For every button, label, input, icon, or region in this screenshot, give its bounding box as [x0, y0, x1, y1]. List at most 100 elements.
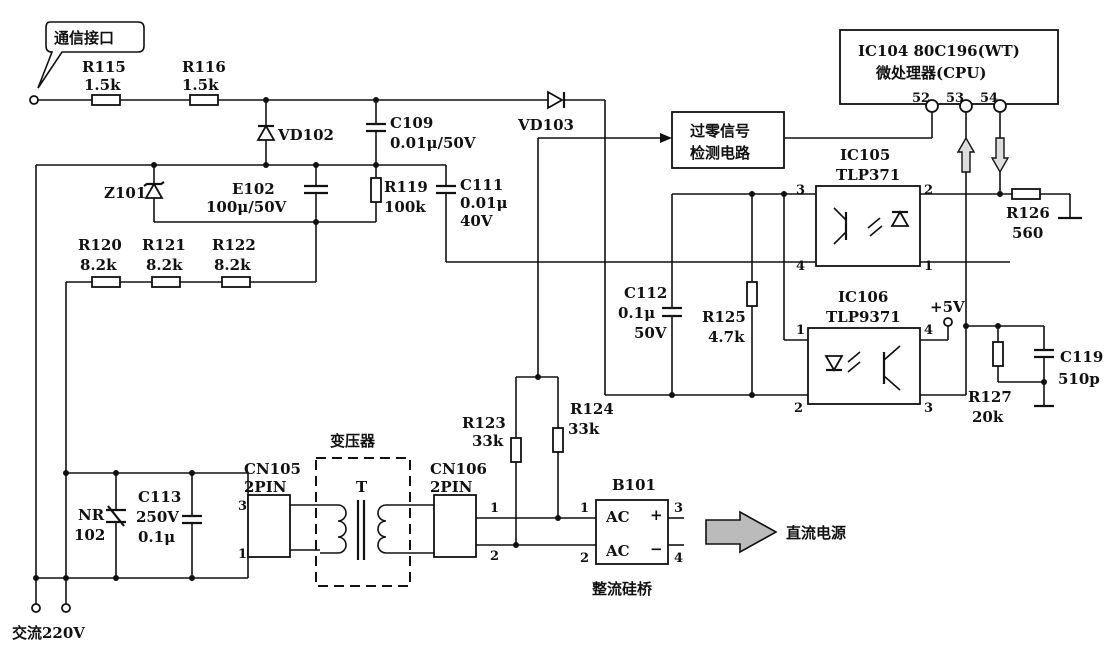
plus5v-label: +5V	[930, 298, 965, 316]
cpu-pin-52-label: 52	[912, 91, 930, 106]
r126-label: R126	[1006, 204, 1050, 222]
ic105-pin4: 4	[796, 259, 805, 274]
resistor-r115	[91, 94, 121, 106]
c112-value: 0.1μ	[618, 304, 655, 322]
z101-label: Z101	[104, 184, 146, 202]
nr-label: NR	[78, 506, 105, 524]
ic106-pin3: 3	[924, 401, 933, 416]
c113-label: C113	[138, 488, 181, 506]
b101-pin2: 2	[580, 551, 589, 566]
b101-pin1: 1	[580, 501, 589, 516]
r123-value: 33k	[472, 432, 504, 450]
nr-value: 102	[74, 526, 105, 544]
c119-value: 510p	[1058, 370, 1100, 388]
e102-value: 100μ/50V	[206, 198, 287, 216]
transformer-t	[320, 500, 404, 560]
c109-value: 0.01μ/50V	[390, 134, 476, 152]
ic106-pin1: 1	[796, 323, 805, 338]
r119-value: 100k	[384, 198, 426, 216]
c112-voltage: 50V	[634, 324, 667, 342]
zener-z101	[144, 182, 164, 199]
c119-label: C119	[1060, 348, 1103, 366]
vd102-label: VD102	[277, 126, 334, 144]
resistor-r121	[151, 276, 181, 288]
b101-pin3: 3	[674, 501, 683, 516]
diode-vd102	[256, 124, 276, 141]
ic105-pin1: 1	[924, 259, 933, 274]
ic105-label: IC105	[840, 146, 890, 164]
cn105-type: 2PIN	[244, 478, 287, 496]
ic105-pin3: 3	[796, 183, 805, 198]
ic106-type: TLP9371	[826, 308, 901, 326]
comm-port-label: 通信接口	[54, 29, 114, 47]
cn106-pin1: 1	[490, 501, 499, 516]
cpu-pin-53-label: 53	[946, 91, 964, 106]
ac-terminal-n	[61, 603, 71, 613]
cpu-pin-54-label: 54	[980, 91, 998, 106]
b101-pin4: 4	[674, 551, 683, 566]
r124-label: R124	[570, 400, 614, 418]
rectifier-label: 整流硅桥	[592, 580, 653, 598]
comm-port-callout: 通信接口	[37, 21, 145, 89]
b101-ac2: AC	[605, 542, 630, 560]
resistor-r119	[370, 177, 382, 203]
cn106-type: 2PIN	[430, 478, 473, 496]
ic105-phototransistor	[833, 207, 848, 245]
resistor-r127	[992, 341, 1004, 367]
dc-output-arrow	[705, 510, 778, 554]
e102-label: E102	[232, 180, 275, 198]
r121-value: 8.2k	[146, 256, 183, 274]
r122-label: R122	[212, 236, 256, 254]
ic106-pin4: 4	[924, 323, 933, 338]
cn105-pin1: 1	[238, 547, 247, 562]
cn105-pin3: 3	[238, 499, 247, 514]
c113-value: 0.1μ	[138, 528, 175, 546]
ic106-label: IC106	[838, 288, 888, 306]
resistor-r125	[746, 281, 758, 307]
zero-cross-detector	[671, 111, 785, 169]
transformer-label: 变压器	[330, 432, 376, 450]
connector-cn105	[247, 494, 291, 558]
r126-value: 560	[1012, 224, 1043, 242]
cpu-pin-52	[925, 99, 939, 113]
ic105-led	[867, 210, 910, 237]
r120-label: R120	[78, 236, 122, 254]
connector-cn106	[433, 494, 477, 558]
r119-label: R119	[384, 178, 428, 196]
resistor-r124	[552, 427, 564, 453]
c113-voltage: 250V	[136, 508, 179, 526]
resistor-r120	[91, 276, 121, 288]
vd103-label: VD103	[517, 116, 574, 134]
resistor-r126	[1011, 188, 1041, 200]
r122-value: 8.2k	[214, 256, 251, 274]
tx-arrow-down	[990, 137, 1010, 174]
resistor-r123	[510, 437, 522, 463]
b101-label: B101	[612, 476, 656, 494]
comm-port-terminal	[29, 95, 39, 105]
c111-value1: 0.01μ	[460, 194, 508, 212]
resistor-r122	[221, 276, 251, 288]
resistor-r116	[189, 94, 219, 106]
c111-value2: 40V	[460, 212, 493, 230]
r121-label: R121	[142, 236, 186, 254]
ic105-pin2: 2	[924, 183, 933, 198]
diode-vd103	[547, 90, 564, 110]
r125-value: 4.7k	[708, 328, 745, 346]
ac-input-label: 交流220V	[12, 624, 85, 642]
rectifier-b101	[595, 499, 669, 565]
ic106-phototransistor	[882, 345, 901, 391]
r127-value: 20k	[972, 408, 1004, 426]
transformer-t-label: T	[356, 478, 368, 496]
dc-power-label: 直流电源	[786, 524, 846, 542]
vcc-terminal	[943, 317, 953, 327]
ic106-led	[824, 351, 861, 373]
rx-arrow-up	[956, 136, 976, 173]
b101-plus: +	[650, 506, 663, 524]
r124-value: 33k	[568, 420, 600, 438]
r123-label: R123	[462, 414, 506, 432]
r116-label: R116	[182, 58, 226, 76]
c112-label: C112	[624, 284, 667, 302]
zero-cross-label-1: 过零信号	[690, 122, 750, 140]
r115-value: 1.5k	[84, 76, 121, 94]
c111-label: C111	[460, 176, 503, 194]
